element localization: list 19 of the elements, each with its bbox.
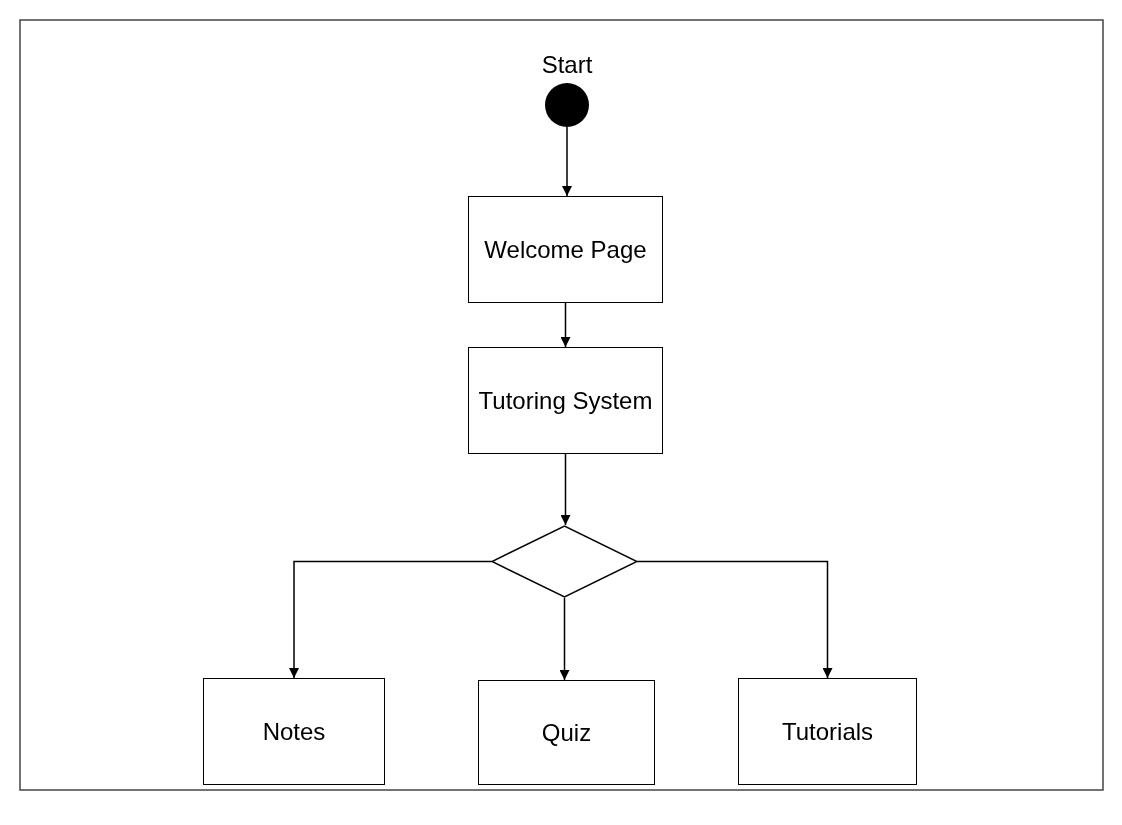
box-label: Notes	[262, 716, 326, 747]
arrow	[560, 302, 571, 348]
arrow	[636, 560, 833, 679]
node-caption: Start	[540, 51, 594, 79]
start-circle	[545, 83, 589, 127]
decision-diamond	[492, 525, 637, 598]
box-label: Welcome Page	[484, 234, 647, 265]
box-label: Quiz	[541, 717, 592, 748]
arrow	[562, 126, 572, 197]
process-box	[478, 680, 655, 785]
arrow	[560, 453, 571, 526]
arrow	[289, 560, 493, 679]
arrow	[559, 597, 570, 681]
box-label: Tutorials	[781, 716, 874, 747]
process-box	[468, 196, 663, 303]
process-box	[468, 347, 663, 454]
process-box	[738, 678, 917, 785]
box-label: Tutoring System	[478, 385, 653, 416]
process-box	[203, 678, 385, 785]
